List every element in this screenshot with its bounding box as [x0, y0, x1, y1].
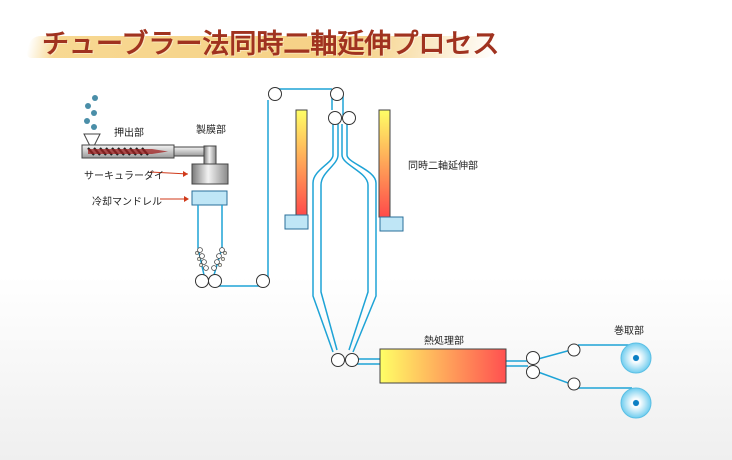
guide-roll-winder-top	[567, 343, 581, 357]
label-biaxial-stretching: 同時二軸延伸部	[408, 161, 478, 172]
page-title: チューブラー法同時二軸延伸プロセス	[42, 29, 500, 60]
pinch-roll-bottom-right	[345, 353, 359, 367]
guide-roll-top-right	[330, 87, 344, 101]
die-head	[191, 145, 229, 185]
label-cooling-mandrel: 冷却マンドレル	[92, 197, 162, 208]
guide-roll-out-bottom	[526, 365, 540, 379]
guide-roll-bottom	[256, 274, 270, 288]
heat-treatment-oven	[379, 348, 507, 384]
guide-beads	[197, 247, 225, 271]
winders	[620, 342, 652, 419]
nip-roll-left	[195, 274, 209, 288]
pinch-roll-bottom-left	[331, 353, 345, 367]
pinch-roll-top-right	[342, 111, 356, 125]
label-circular-die: サーキュラーダイ	[84, 171, 164, 182]
extruder	[81, 144, 205, 159]
guide-roll-top-left	[268, 87, 282, 101]
nip-roll-right	[208, 274, 222, 288]
rolls	[195, 87, 581, 391]
label-extruder: 押出部	[114, 128, 144, 139]
label-arrows	[149, 171, 189, 202]
film-path	[197, 88, 632, 389]
cooling-mandrel	[191, 190, 228, 206]
guide-beads-inner	[195, 251, 227, 267]
label-heat-treatment: 熱処理部	[424, 336, 464, 347]
guide-roll-out-top	[526, 351, 540, 365]
pellets	[84, 95, 98, 130]
title-banner: チューブラー法同時二軸延伸プロセス	[25, 18, 501, 64]
stretching-heaters	[284, 109, 404, 232]
label-winding: 巻取部	[614, 326, 644, 337]
hopper	[83, 133, 101, 147]
guide-roll-winder-bottom	[567, 377, 581, 391]
label-film-forming: 製膜部	[196, 125, 226, 136]
pinch-roll-top-left	[328, 111, 342, 125]
